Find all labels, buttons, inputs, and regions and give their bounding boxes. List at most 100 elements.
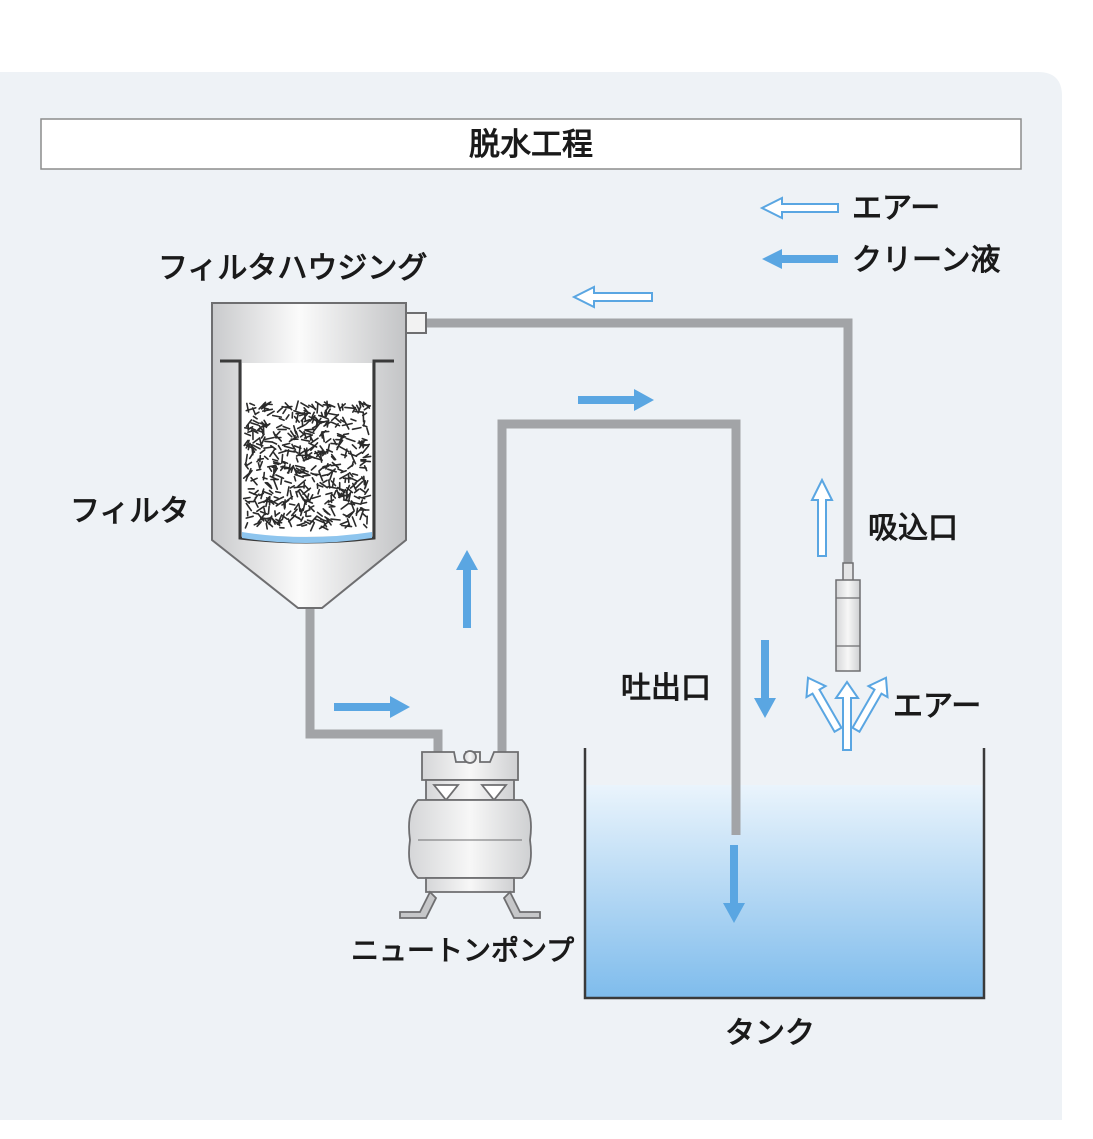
filter-label: フィルタ	[70, 494, 189, 529]
filter-media-particle	[327, 479, 331, 489]
filter-media-particle	[293, 409, 304, 415]
filter-media-particle	[269, 448, 276, 458]
filter-media-particle	[282, 460, 289, 465]
filter-media-particle	[278, 417, 285, 422]
filter-media-particle	[342, 477, 353, 480]
filter-media-particle	[256, 505, 266, 513]
filter-media-particle	[300, 438, 311, 443]
filter-media-particle	[364, 479, 367, 488]
filter-media-particle	[307, 505, 315, 513]
filter-media-particle	[299, 508, 303, 515]
filter-media-particle	[300, 516, 304, 522]
air-flow-arrows	[571, 285, 889, 751]
filter-media-particle	[349, 482, 357, 489]
discharge-port-label: 吐出口	[621, 671, 711, 706]
filter-media-particle	[340, 524, 353, 528]
filter-media-particle	[303, 409, 312, 415]
filter-media-particle	[366, 427, 370, 436]
filter-media-particle	[350, 418, 357, 422]
filter-media	[242, 400, 372, 532]
filter-media-particle	[242, 496, 251, 500]
filter-media-particle	[285, 414, 290, 420]
filter-media-particle	[285, 510, 292, 516]
filter-media-particle	[252, 415, 258, 420]
filter-media-particle	[291, 443, 297, 451]
filter-media-particle	[353, 495, 361, 500]
filter-media-particle	[344, 448, 348, 459]
filter-media-particle	[304, 429, 315, 435]
filter-media-particle	[342, 491, 345, 500]
air-arrow-up-right-icon	[851, 676, 889, 734]
filter-media-particle	[256, 429, 264, 434]
filter-media-particle	[327, 412, 339, 417]
filter-media-particle	[353, 488, 360, 494]
filter-media-particle	[281, 442, 291, 447]
filter-media-particle	[293, 450, 299, 454]
filter-media-particle	[336, 489, 341, 499]
filter-media-particle	[362, 401, 371, 409]
air-arrow-left-icon	[571, 285, 653, 309]
filter-media-particle	[361, 445, 370, 455]
filter-media-particle	[275, 511, 281, 517]
filter-media-particle	[323, 520, 330, 526]
filter-media-particle	[330, 518, 341, 521]
filter-media-particle	[326, 443, 331, 454]
filter-media-particle	[324, 438, 332, 444]
filter-media-particle	[297, 479, 307, 488]
filter-media-particle	[267, 505, 270, 515]
air-inlet-label: エアー	[893, 689, 981, 724]
filter-media-particle	[246, 461, 253, 467]
filter-media-particle	[250, 476, 258, 486]
filter-media-particle	[342, 499, 351, 502]
filter-media-particle	[325, 491, 333, 496]
filter-media-particle	[259, 510, 269, 516]
filter-media-particle	[287, 432, 293, 438]
filter-media-particle	[282, 408, 287, 415]
suction-strainer	[835, 562, 861, 672]
filter-media-particle	[275, 500, 284, 507]
legend: エアー クリーン液	[759, 191, 1001, 278]
filter-media-particle	[318, 470, 324, 482]
filter-media-particle	[334, 422, 339, 428]
filter-media-particle	[308, 493, 314, 502]
filter-media-particle	[340, 502, 349, 510]
filter-media-particle	[336, 439, 344, 449]
filter-media-particle	[262, 423, 270, 428]
filter-media-particle	[316, 483, 324, 488]
filter-media-particle	[273, 462, 280, 466]
filter-media-particle	[316, 511, 324, 517]
filter-media-particle	[308, 415, 318, 422]
filter-media-particle	[293, 415, 301, 423]
filter-media-particle	[307, 404, 317, 410]
filter-media-particle	[252, 444, 261, 450]
filter-media-particle	[331, 477, 335, 488]
filter-media-particle	[330, 493, 337, 499]
filter-media-particle	[330, 455, 336, 461]
filter-media-particle	[254, 411, 260, 416]
filter-media-particle	[320, 451, 327, 456]
filter-media-particle	[288, 503, 296, 506]
filter-media-particle	[351, 404, 358, 412]
filter-media-particle	[280, 476, 283, 486]
filter-media-particle	[253, 496, 258, 503]
filter-media-particle	[264, 440, 274, 443]
filter-media-particle	[359, 487, 367, 494]
filter-media-particle	[265, 498, 269, 508]
filter-media-particle	[242, 472, 251, 480]
filter-media-particle	[325, 462, 329, 470]
filter-media-particle	[359, 499, 364, 506]
filter-media-particle	[244, 463, 249, 470]
filter-media-particle	[314, 400, 324, 408]
filter-media-particle	[248, 425, 254, 430]
filter-media-particle	[363, 404, 372, 411]
filter-media-particle	[324, 499, 330, 505]
filter-media-particle	[316, 403, 319, 414]
tank-label: タンク	[725, 1016, 815, 1051]
filter-media-particle	[289, 484, 296, 489]
filter-media-particle	[246, 439, 250, 446]
filter-media-particle	[244, 499, 251, 504]
filter-media-particle	[275, 424, 283, 429]
filter-media-particle	[319, 430, 327, 436]
filter-media-particle	[311, 495, 322, 500]
filter-media-particle	[324, 408, 332, 419]
